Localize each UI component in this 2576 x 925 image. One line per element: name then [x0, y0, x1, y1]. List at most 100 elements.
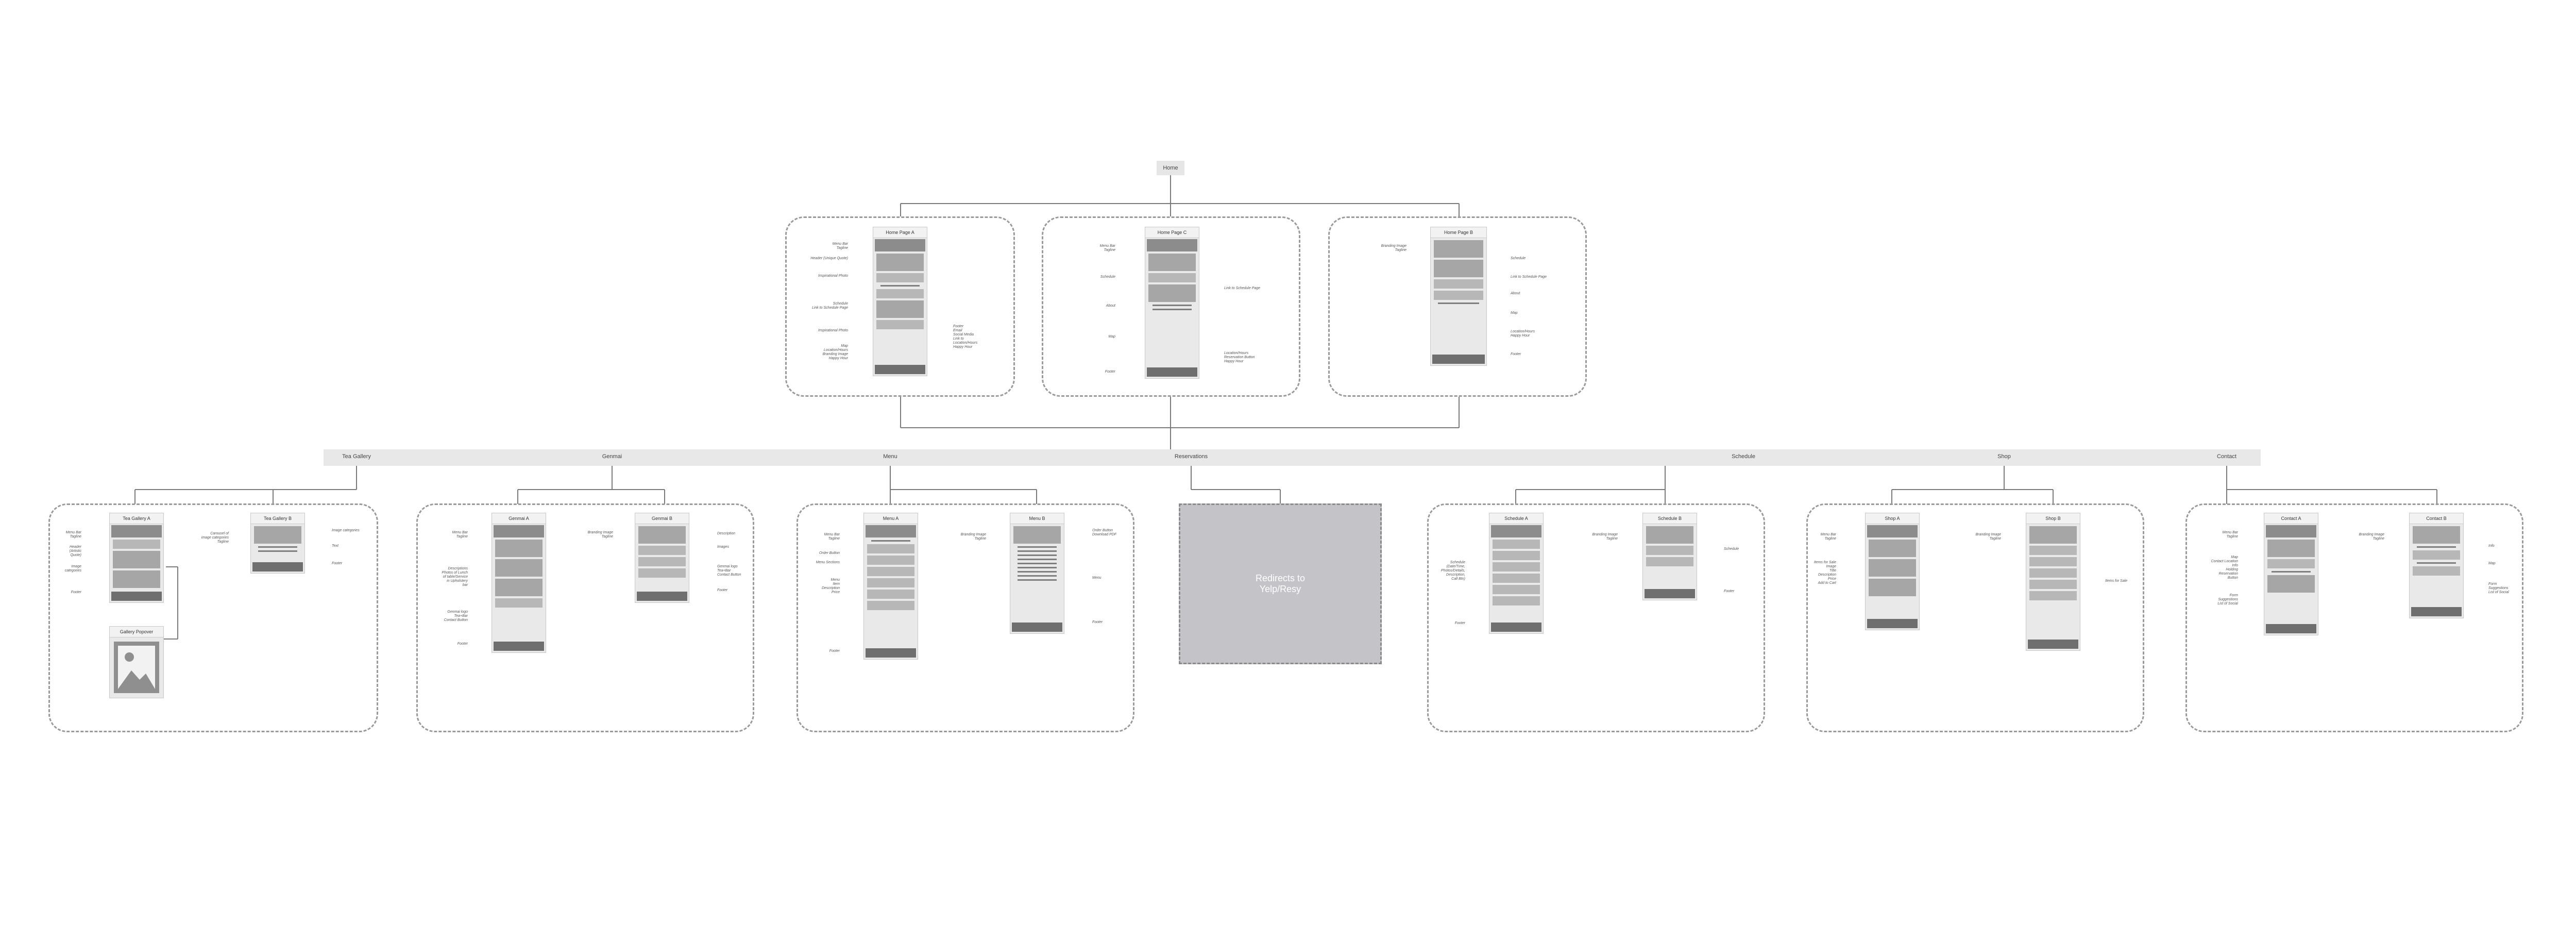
annotation: Images	[717, 545, 729, 549]
image-block	[638, 568, 686, 578]
schedule-grid	[1646, 546, 1693, 555]
text-line	[1153, 305, 1192, 306]
annotation: Header (Artistic Quote)	[69, 545, 81, 557]
schedule-row	[1493, 551, 1540, 560]
footer-block	[1432, 355, 1485, 364]
form-block	[2413, 566, 2460, 576]
annotation: Footer	[829, 649, 840, 653]
annotation: Location/Hours Reservation Button Happy …	[1224, 351, 1255, 363]
annotation: Footer Email Social Media Link to Locati…	[953, 325, 978, 349]
gallery-popover-wireframe[interactable]: Gallery Popover	[109, 626, 164, 698]
reservations-redirect-block[interactable]: Redirects to Yelp/Resy	[1179, 503, 1382, 664]
menu-section	[867, 544, 914, 553]
annotation: Menu Bar Tagline	[452, 531, 468, 539]
schedule-block	[876, 289, 924, 298]
home-node[interactable]: Home	[1157, 161, 1184, 175]
nav-item-genmai[interactable]: Genmai	[602, 453, 622, 460]
shop-group	[1806, 503, 2144, 732]
annotation: Inspirational Photo	[818, 274, 848, 278]
menu-bar	[866, 525, 916, 537]
annotation: Map Contact Location Info Holding Reserv…	[2211, 556, 2238, 580]
home-page-a-group	[785, 216, 1015, 397]
text-line	[1438, 302, 1479, 304]
branding-image	[638, 526, 686, 544]
menu-line	[1018, 563, 1057, 564]
tea-gallery-a-wireframe[interactable]: Tea Gallery A	[109, 513, 164, 603]
wireframe-title: Tea Gallery B	[251, 513, 304, 524]
annotation: Schedule Link to Schedule Page	[811, 302, 848, 310]
branding-image	[2029, 526, 2077, 544]
genmai-a-wireframe[interactable]: Genmai A	[492, 513, 546, 653]
menu-a-wireframe[interactable]: Menu A	[863, 513, 918, 660]
home-page-b-group	[1328, 216, 1587, 397]
photo-block	[495, 540, 543, 557]
branding-image	[1013, 526, 1061, 544]
annotation: Footer	[1105, 370, 1115, 374]
shop-b-wireframe[interactable]: Shop B	[2026, 513, 2080, 651]
description-block	[638, 546, 686, 555]
image-placeholder-icon	[114, 642, 159, 693]
header-block	[876, 254, 924, 271]
site-navigation-bar	[324, 449, 2261, 466]
annotation: Items for Sale Image Title Description P…	[1814, 561, 1836, 585]
annotation: Menu Item Description Price	[821, 578, 840, 594]
nav-item-contact[interactable]: Contact	[2217, 453, 2236, 460]
menu-bar	[875, 239, 925, 251]
product-row	[2029, 546, 2077, 555]
annotation: Menu Bar Tagline	[2222, 531, 2238, 539]
schedule-a-wireframe[interactable]: Schedule A	[1489, 513, 1544, 634]
form-block	[2267, 575, 2315, 593]
map-block	[876, 320, 924, 329]
annotation: Link to Schedule Page	[1511, 275, 1547, 279]
nav-item-schedule[interactable]: Schedule	[1732, 453, 1755, 460]
nav-item-shop[interactable]: Shop	[1997, 453, 2011, 460]
menu-section	[867, 601, 914, 610]
annotation: Footer	[1092, 620, 1103, 624]
contact-a-wireframe[interactable]: Contact A	[2264, 513, 2318, 635]
annotation: Schedule	[1511, 257, 1526, 260]
menu-bar	[2266, 525, 2316, 537]
redirect-label: Redirects to Yelp/Resy	[1255, 573, 1306, 594]
footer-block	[866, 648, 916, 658]
home-page-b-wireframe[interactable]: Home Page B	[1430, 227, 1487, 366]
annotation: About	[1511, 292, 1520, 295]
annotation: Branding Image Tagline	[960, 533, 986, 541]
menu-line	[1018, 546, 1057, 548]
wireframe-title: Genmai A	[492, 513, 546, 524]
wireframe-title: Home Page A	[873, 227, 927, 238]
wireframe-title: Shop B	[2026, 513, 2080, 524]
branding-image	[1646, 526, 1693, 544]
nav-item-menu[interactable]: Menu	[883, 453, 897, 460]
annotation: Map	[1511, 311, 1518, 315]
menu-line	[1018, 575, 1057, 577]
menu-bar	[1491, 525, 1541, 537]
annotation: Footer	[1454, 621, 1465, 625]
grid-block	[1148, 254, 1196, 271]
wireframe-title: Gallery Popover	[110, 627, 163, 637]
home-page-c-wireframe[interactable]: Home Page C	[1145, 227, 1199, 379]
annotation: Schedule (Date/Time, Photos/Details, Des…	[1440, 561, 1465, 581]
schedule-b-wireframe[interactable]: Schedule B	[1642, 513, 1697, 600]
annotation: Info	[2488, 544, 2495, 548]
footer-block	[1147, 367, 1197, 377]
annotation: Menu Bar Tagline	[1820, 533, 1836, 541]
annotation: Branding Image Tagline	[1975, 533, 2001, 541]
annotation: Footer	[71, 591, 81, 594]
genmai-b-wireframe[interactable]: Genmai B	[635, 513, 689, 603]
menu-b-wireframe[interactable]: Menu B	[1010, 513, 1064, 634]
product-row	[2029, 557, 2077, 566]
product-row	[2029, 580, 2077, 589]
shop-a-wireframe[interactable]: Shop A	[1865, 513, 1920, 630]
menu-line	[1018, 579, 1057, 581]
home-page-a-wireframe[interactable]: Home Page A	[873, 227, 927, 376]
annotation: Location/Hours Happy Hour	[1511, 330, 1535, 338]
nav-item-tea-gallery[interactable]: Tea Gallery	[342, 453, 371, 460]
tea-gallery-b-wireframe[interactable]: Tea Gallery B	[250, 513, 305, 574]
annotation: Image categories	[332, 529, 360, 532]
footer-block	[494, 642, 544, 651]
contact-b-wireframe[interactable]: Contact B	[2409, 513, 2464, 618]
annotation: Menu Bar Tagline	[824, 533, 840, 541]
annotation: Footer	[1724, 590, 1735, 593]
nav-item-reservations[interactable]: Reservations	[1174, 453, 1208, 460]
schedule-group	[1427, 503, 1765, 732]
